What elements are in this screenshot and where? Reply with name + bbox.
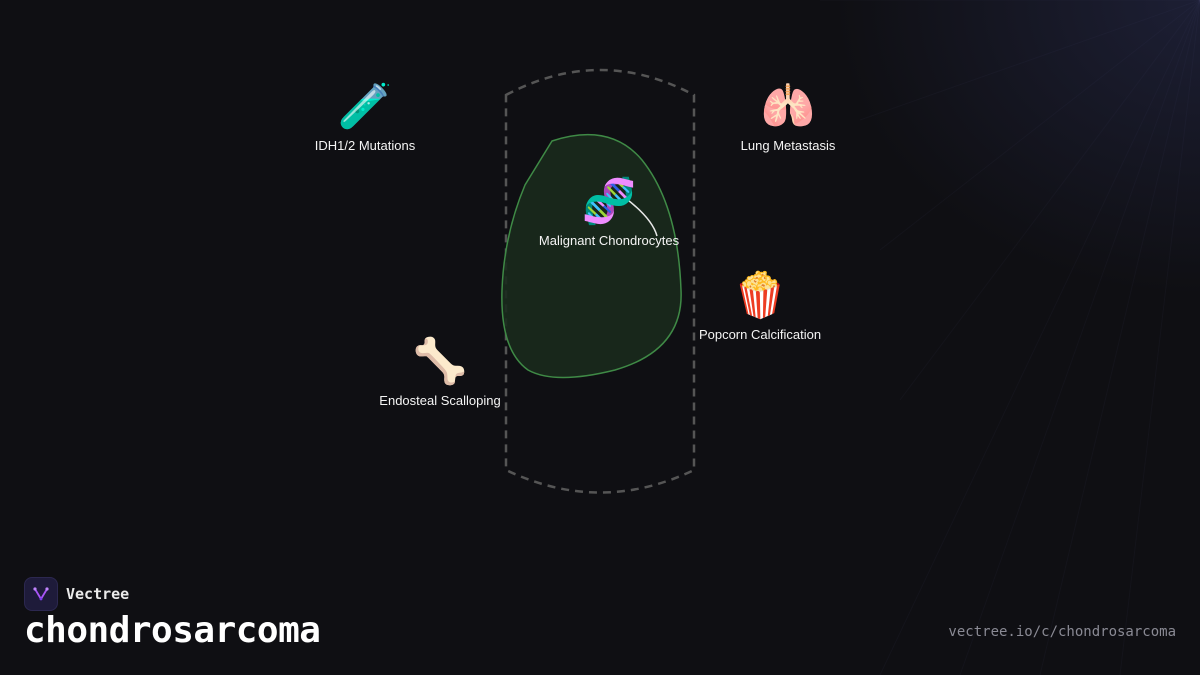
bone-icon: 🦴 xyxy=(412,337,468,386)
node-idh-mutations[interactable]: 🧪 IDH1/2 Mutations xyxy=(315,82,415,153)
page-title: chondrosarcoma xyxy=(24,610,321,651)
chondrocyte-connector xyxy=(623,196,658,237)
page-url[interactable]: vectree.io/c/chondrosarcoma xyxy=(948,624,1176,640)
test-tube-icon: 🧪 xyxy=(337,82,393,131)
tumor-region xyxy=(501,133,682,379)
popcorn-icon: 🍿 xyxy=(732,271,788,320)
node-lung-metastasis[interactable]: 🫁 Lung Metastasis xyxy=(741,82,836,153)
brand-name: Vectree xyxy=(66,585,130,603)
brand[interactable]: Vectree xyxy=(24,577,129,611)
node-label: Malignant Chondrocytes xyxy=(538,233,680,248)
node-malignant-chondrocytes[interactable]: 🧬 Malignant Chondrocytes xyxy=(539,177,679,248)
node-label: Popcorn Calcification xyxy=(698,327,822,342)
node-label: IDH1/2 Mutations xyxy=(314,138,416,153)
node-label: Lung Metastasis xyxy=(740,138,836,153)
dna-icon: 🧬 xyxy=(581,177,637,226)
lungs-icon: 🫁 xyxy=(760,82,816,131)
node-label: Endosteal Scalloping xyxy=(379,393,501,408)
vectree-logo-icon xyxy=(24,577,58,611)
node-endosteal-scalloping[interactable]: 🦴 Endosteal Scalloping xyxy=(379,337,500,408)
node-popcorn-calcification[interactable]: 🍿 Popcorn Calcification xyxy=(699,271,821,342)
